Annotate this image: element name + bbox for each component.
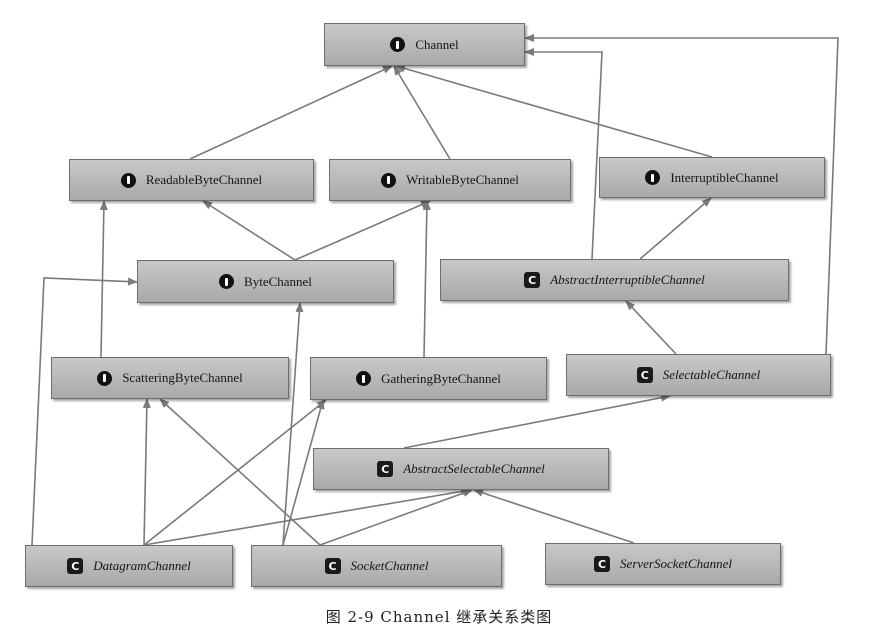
edge-socket-to-absSelectable bbox=[319, 489, 473, 546]
edge-absInterruptible-to-channel bbox=[524, 48, 603, 260]
abstract-class-icon bbox=[636, 367, 653, 383]
edge-interruptible-to-channel bbox=[395, 64, 713, 158]
node-label: ByteChannel bbox=[244, 273, 312, 289]
edge-datagram-to-scattering bbox=[142, 398, 151, 546]
node-selectable-channel[interactable]: SelectableChannel bbox=[566, 354, 831, 396]
node-label: InterruptibleChannel bbox=[670, 169, 779, 185]
edge-socket-to-byte bbox=[282, 302, 304, 546]
node-label: AbstractSelectableChannel bbox=[403, 461, 545, 476]
interface-icon bbox=[356, 371, 372, 386]
abstract-class-icon bbox=[594, 556, 611, 572]
node-label: WritableByteChannel bbox=[406, 172, 519, 187]
interface-icon bbox=[390, 37, 406, 52]
abstract-class-icon bbox=[324, 558, 341, 574]
edge-serverSocket-to-absSelectable bbox=[473, 489, 635, 544]
node-server-socket-channel[interactable]: ServerSocketChannel bbox=[545, 543, 781, 585]
edge-readable-to-channel bbox=[189, 65, 393, 160]
interface-icon bbox=[97, 370, 113, 386]
edge-absSelectable-to-selectable bbox=[403, 393, 671, 449]
node-label: ServerSocketChannel bbox=[620, 556, 732, 571]
node-writable-byte-channel[interactable]: WritableByteChannel bbox=[329, 159, 571, 201]
node-label: SelectableChannel bbox=[662, 367, 761, 382]
edge-gathering-to-writable bbox=[422, 200, 431, 358]
node-scattering-byte-channel[interactable]: ScatteringByteChannel bbox=[51, 357, 289, 399]
node-label: DatagramChannel bbox=[93, 558, 191, 573]
node-label: SocketChannel bbox=[350, 558, 429, 573]
edge-byte-to-readable bbox=[202, 200, 296, 261]
node-interruptible-channel[interactable]: InterruptibleChannel bbox=[599, 157, 825, 198]
interface-icon bbox=[645, 170, 661, 185]
interface-icon bbox=[381, 172, 397, 188]
edge-datagram-to-absSelectable bbox=[143, 487, 471, 546]
node-label: ScatteringByteChannel bbox=[122, 370, 243, 385]
node-abstract-interruptible-channel[interactable]: AbstractInterruptibleChannel bbox=[440, 259, 789, 301]
node-abstract-selectable-channel[interactable]: AbstractSelectableChannel bbox=[313, 448, 609, 490]
node-gathering-byte-channel[interactable]: GatheringByteChannel bbox=[310, 357, 547, 400]
edge-writable-to-channel bbox=[393, 65, 451, 160]
node-label: GatheringByteChannel bbox=[381, 370, 501, 386]
node-datagram-channel[interactable]: DatagramChannel bbox=[25, 545, 233, 587]
figure-caption: 图 2-9 Channel 继承关系类图 bbox=[325, 608, 553, 626]
node-label: AbstractInterruptibleChannel bbox=[550, 272, 705, 287]
edge-selectable-to-absInterruptible bbox=[625, 300, 677, 355]
abstract-class-icon bbox=[377, 461, 394, 477]
node-socket-channel[interactable]: SocketChannel bbox=[251, 545, 502, 587]
edge-selectable-to-channel bbox=[524, 34, 839, 355]
edge-socket-to-gathering bbox=[282, 399, 325, 546]
edge-byte-to-writable bbox=[294, 200, 431, 261]
edge-datagram-to-byte bbox=[31, 277, 138, 546]
node-byte-channel[interactable]: ByteChannel bbox=[137, 260, 394, 303]
abstract-class-icon bbox=[524, 272, 541, 288]
node-readable-byte-channel[interactable]: ReadableByteChannel bbox=[69, 159, 314, 201]
edge-datagram-to-gathering bbox=[143, 399, 327, 546]
edge-socket-to-scattering bbox=[159, 398, 321, 546]
node-label: Channel bbox=[415, 36, 459, 52]
node-label: ReadableByteChannel bbox=[145, 172, 263, 187]
interface-icon bbox=[120, 172, 136, 188]
edge-scattering-to-readable bbox=[99, 200, 108, 358]
interface-icon bbox=[219, 274, 235, 289]
edge-absInterruptible-to-interruptible bbox=[639, 197, 712, 260]
abstract-class-icon bbox=[67, 558, 84, 574]
node-channel[interactable]: Channel bbox=[324, 23, 525, 66]
